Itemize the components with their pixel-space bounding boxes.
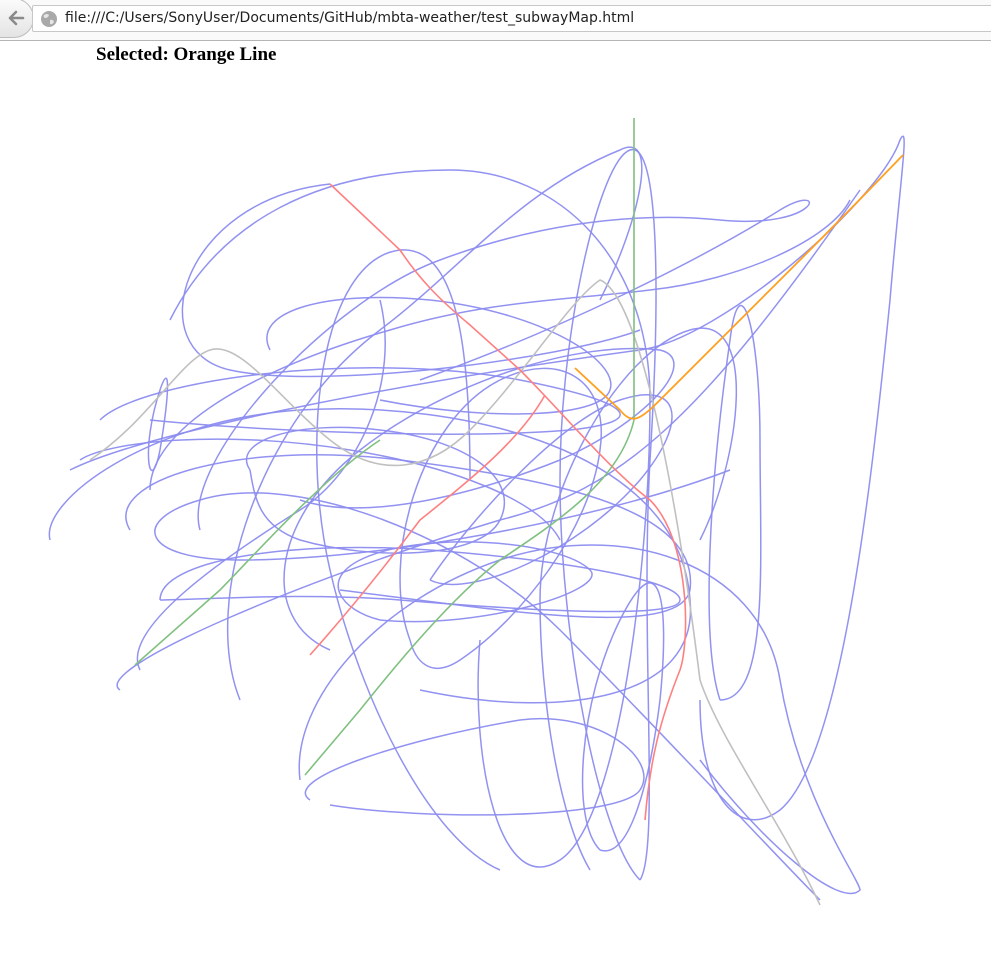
bus-route xyxy=(581,582,665,852)
bus-route xyxy=(125,454,692,619)
bus-route xyxy=(298,544,861,895)
bus-route xyxy=(539,327,737,871)
bus-route xyxy=(399,367,602,670)
bus-route xyxy=(266,296,612,415)
bus-route xyxy=(136,299,386,671)
address-bar[interactable]: file:///C:/Users/SonyUser/Documents/GitH… xyxy=(32,5,991,32)
red-line xyxy=(329,183,687,821)
bus-route xyxy=(316,249,501,871)
bus-route xyxy=(159,546,681,613)
globe-icon xyxy=(41,11,57,27)
bus-route xyxy=(197,199,811,531)
bus-routes xyxy=(48,135,905,901)
bus-route xyxy=(79,438,561,541)
green-line xyxy=(304,118,635,776)
bus-route xyxy=(559,149,657,881)
back-arrow-icon xyxy=(8,10,25,26)
red-line-branch xyxy=(309,394,546,656)
browser-toolbar: file:///C:/Users/SonyUser/Documents/GitH… xyxy=(0,0,991,41)
silver-line xyxy=(89,279,821,906)
url-text[interactable]: file:///C:/Users/SonyUser/Documents/GitH… xyxy=(65,10,635,26)
bus-route xyxy=(245,426,506,554)
bus-route xyxy=(147,377,169,472)
back-button[interactable] xyxy=(0,0,34,38)
orange-line xyxy=(574,154,904,420)
bus-route xyxy=(227,146,643,701)
green-line-branch xyxy=(134,439,381,666)
bus-route xyxy=(99,367,621,435)
bus-route xyxy=(304,717,645,816)
bus-route xyxy=(149,199,851,491)
bus-route xyxy=(708,304,762,701)
bus-route xyxy=(181,183,641,378)
subway-map xyxy=(48,118,905,906)
selected-line-label: Selected: Orange Line xyxy=(96,44,277,65)
bus-route xyxy=(337,541,593,623)
bus-route xyxy=(283,347,675,651)
bus-route xyxy=(429,394,673,586)
bus-route xyxy=(169,169,651,868)
bus-route xyxy=(69,135,905,821)
